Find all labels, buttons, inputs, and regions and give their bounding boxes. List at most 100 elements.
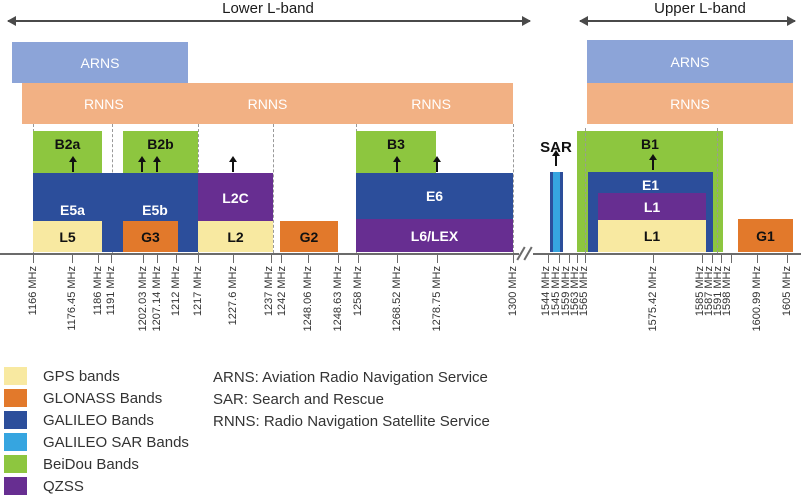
freq-label: 1268.52 MHz: [391, 266, 403, 332]
center-frequency-arrow-icon: [433, 156, 441, 172]
freq-label: 1166 MHz: [27, 266, 39, 316]
freq-label: 1605 MHz: [781, 266, 793, 317]
center-frequency-arrow-icon: [393, 156, 401, 172]
band-label: L5: [59, 228, 76, 245]
legend-label: GPS bands: [43, 367, 120, 385]
band-l5: L5: [33, 221, 102, 252]
axis-tick: [98, 255, 99, 263]
freq-label: 1191 MHz: [105, 266, 117, 316]
freq-label: 1217 MHz: [192, 266, 204, 317]
axis-tick: [702, 255, 703, 263]
axis-tick: [143, 255, 144, 263]
band-label: B2a: [54, 136, 81, 152]
band-l1-gps: L1: [598, 220, 706, 252]
legend: GPS bands GLONASS Bands GALILEO Bands GA…: [4, 367, 189, 499]
dashed-gridline: [273, 124, 274, 253]
freq-label: 1598 MHz: [721, 266, 733, 317]
center-frequency-arrow-icon: [138, 156, 146, 172]
axis-tick: [559, 255, 560, 263]
legend-label: BeiDou Bands: [43, 455, 139, 473]
axis-tick: [397, 255, 398, 263]
legend-item-glonass: GLONASS Bands: [4, 389, 189, 407]
band-l2c: L2C: [198, 173, 273, 222]
axis-tick: [712, 255, 713, 263]
sar-label: SAR: [540, 139, 572, 156]
rnns-bar-label: RNNS: [411, 95, 451, 112]
upper-lband-title: Upper L-band: [654, 0, 746, 17]
arns-bar-label: ARNS: [80, 54, 120, 71]
band-label: E6: [425, 188, 444, 204]
band-g3: G3: [123, 221, 178, 252]
arns-bar-upper: ARNS: [587, 40, 793, 83]
legend-label: GALILEO Bands: [43, 411, 154, 429]
rnns-bar-label: RNNS: [247, 95, 288, 112]
freq-label: 1186 MHz: [92, 266, 104, 316]
band-label: E5b: [142, 202, 168, 218]
legend-item-galileo-sar: GALILEO SAR Bands: [4, 433, 189, 451]
axis-tick: [548, 255, 549, 263]
legend-swatch-galileo: [4, 411, 27, 429]
band-label: G3: [141, 228, 160, 245]
axis-tick: [653, 255, 654, 263]
abbreviation-arns: ARNS: Aviation Radio Navigation Service: [213, 369, 488, 386]
freq-label: 1565 MHz: [578, 266, 590, 317]
legend-item-galileo: GALILEO Bands: [4, 411, 189, 429]
legend-label: QZSS: [43, 477, 84, 495]
arrowhead-right-icon: [522, 16, 531, 26]
freq-label: 1237 MHz: [263, 266, 275, 317]
dashed-gridline: [513, 124, 514, 253]
freq-label: 1207.14 MHz: [151, 266, 163, 332]
freq-label: 1300 MHz: [507, 266, 519, 317]
band-label: L2: [227, 228, 244, 245]
band-label: B3: [387, 136, 405, 152]
band-b2a: B2a: [33, 131, 102, 173]
arns-bar-label: ARNS: [670, 53, 710, 70]
band-l6lex: L6/LEX: [356, 219, 513, 252]
rnns-bar-label: RNNS: [670, 95, 710, 112]
axis-tick: [437, 255, 438, 263]
band-g2: G2: [280, 221, 338, 252]
upper-lband-range-arrow: [579, 16, 796, 26]
band-label: L1: [643, 228, 661, 244]
legend-swatch-qzss: [4, 477, 27, 495]
freq-label: 1176.45 MHz: [66, 266, 78, 331]
legend-swatch-glonass: [4, 389, 27, 407]
freq-label: 1242 MHz: [276, 266, 288, 317]
band-label: E1: [641, 177, 660, 193]
axis-tick: [787, 255, 788, 263]
axis-tick: [569, 255, 570, 263]
frequency-axis: [533, 253, 801, 255]
band-label: E5a: [60, 202, 85, 218]
lower-lband-title: Lower L-band: [222, 0, 314, 17]
axis-tick: [157, 255, 158, 263]
axis-tick: [731, 255, 732, 263]
axis-tick: [585, 255, 586, 263]
legend-item-qzss: QZSS: [4, 477, 189, 495]
band-b2b: B2b: [123, 131, 198, 173]
freq-label: 1278.75 MHz: [431, 266, 443, 332]
band-label: L1: [643, 198, 661, 215]
freq-label: 1600.99 MHz: [751, 266, 763, 332]
freq-label: 1248.06 MHz: [302, 266, 314, 332]
axis-tick: [271, 255, 272, 263]
abbreviation-rnns: RNNS: Radio Navigation Satellite Service: [213, 413, 490, 430]
center-frequency-arrow-icon: [552, 150, 560, 166]
band-label: B1: [641, 136, 659, 152]
band-g1: G1: [738, 219, 793, 252]
center-frequency-arrow-icon: [229, 156, 237, 172]
band-label: L2C: [222, 189, 249, 206]
rnns-bar-lower: RNNS RNNS RNNS: [22, 83, 513, 124]
axis-tick: [577, 255, 578, 263]
band-label: B2b: [147, 136, 174, 152]
dashed-gridline: [585, 128, 586, 253]
arns-bar-lower: ARNS: [12, 42, 188, 83]
legend-label: GLONASS Bands: [43, 389, 163, 407]
legend-item-beidou: BeiDou Bands: [4, 455, 189, 473]
sar-band-bar: [550, 172, 563, 252]
axis-tick: [358, 255, 359, 263]
band-label: G1: [756, 227, 775, 244]
rnns-bar-upper: RNNS: [587, 83, 793, 124]
axis-tick: [281, 255, 282, 263]
axis-tick: [233, 255, 234, 263]
